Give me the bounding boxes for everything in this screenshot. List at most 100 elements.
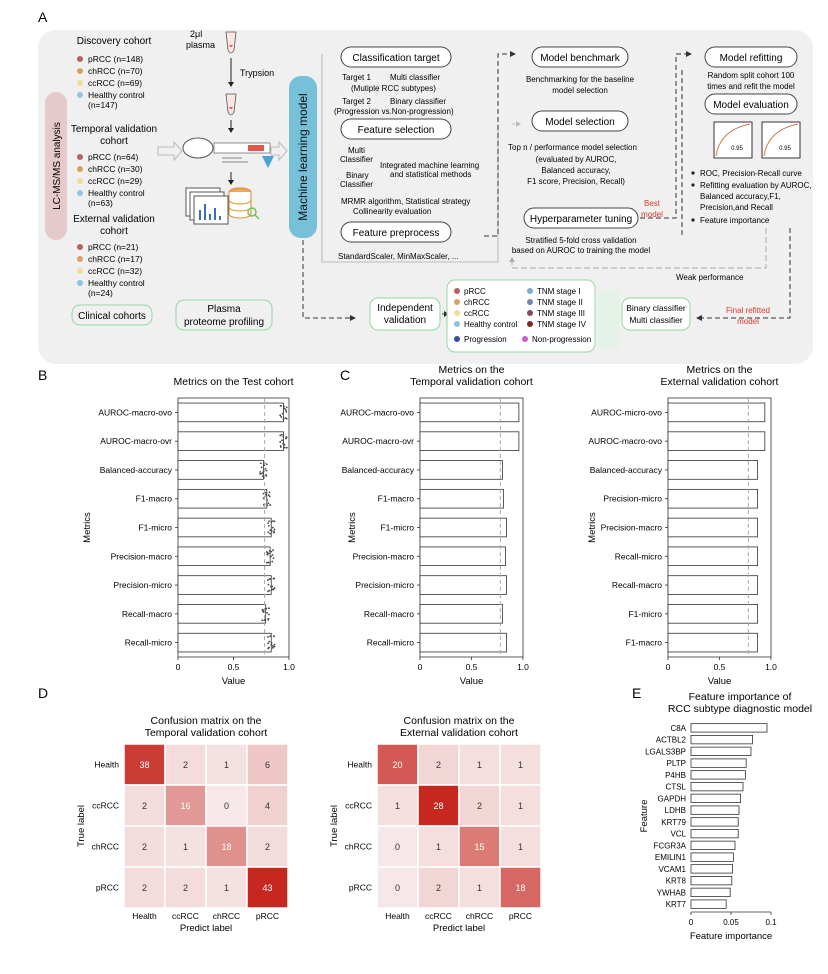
jitter-point	[270, 585, 272, 588]
cell-value: 0	[395, 842, 400, 852]
jitter-point	[283, 446, 286, 449]
jitter-point	[269, 635, 272, 638]
model-evaluation-box	[704, 93, 798, 115]
bar	[419, 604, 503, 624]
cell-value: 1	[224, 760, 229, 770]
cohort-dot	[77, 268, 83, 274]
cohort-item-count: (n=63)	[88, 198, 113, 208]
jitter-point	[280, 439, 283, 442]
heatmap-cell	[499, 825, 542, 868]
cell-value: 4	[265, 801, 270, 811]
jitter-point	[280, 433, 283, 436]
jitter-point	[273, 587, 276, 590]
cohort-dot	[77, 190, 83, 196]
heatmap-cell	[417, 866, 460, 909]
y-tick-label: F1-macro	[378, 494, 415, 504]
fs-classifier: Classifier	[340, 155, 373, 164]
jitter-point	[267, 607, 270, 610]
y-tick-label: AUROC-macro-ovr	[100, 436, 172, 446]
jitter-point	[272, 577, 275, 580]
heatmap-cell	[499, 866, 542, 909]
cell-value: 2	[436, 760, 441, 770]
bar	[667, 632, 759, 653]
cell-value: 2	[265, 842, 270, 852]
cell-value: 0	[224, 801, 229, 811]
x-tick-label: 0	[418, 662, 423, 672]
bar	[667, 604, 759, 624]
jitter-point	[281, 412, 284, 415]
bar	[690, 793, 741, 804]
fs-collinearity: Collinearity evaluation	[353, 207, 431, 216]
benchmark-desc-2: model selection	[552, 86, 608, 95]
legend-label: pRCC	[464, 287, 486, 296]
cell-value: 1	[477, 760, 482, 770]
weak-performance-label: Weak performance	[676, 273, 744, 282]
y-tick-label: EMILIN1	[655, 853, 687, 862]
cohort-dot	[77, 166, 83, 172]
fs-integrated: Integrated machine learning	[380, 161, 479, 170]
chart-title: Metrics on the Test cohort	[173, 376, 293, 388]
jitter-point	[285, 410, 288, 413]
jitter-point	[282, 435, 285, 438]
jitter-point	[262, 492, 265, 495]
row-label: pRCC	[96, 883, 119, 893]
jitter-point	[273, 635, 275, 638]
cohort-dot	[77, 80, 83, 86]
chart-title: Metrics on the	[439, 364, 505, 376]
jitter-point	[271, 646, 274, 649]
bar	[690, 746, 752, 757]
eval-bullet-2b: Balanced accuracy,F1,	[700, 192, 781, 201]
target1-type: Multi classifier	[390, 73, 441, 82]
target2-desc: (Progression vs.Non-progression)	[334, 107, 454, 116]
col-label: pRCC	[256, 911, 279, 921]
cohort-item-count: (n=24)	[88, 288, 113, 298]
jitter-point	[267, 635, 269, 638]
cohort-item: pRCC (n=64)	[88, 152, 138, 162]
y-tick-label: PLTP	[667, 759, 686, 768]
jitter-point	[268, 495, 271, 498]
jitter-point	[264, 473, 267, 476]
jitter-point	[267, 494, 270, 496]
cohort-dot	[77, 92, 83, 98]
cohort-dot	[77, 68, 83, 74]
jitter-point	[266, 553, 269, 556]
y-tick-label: FCGR3A	[654, 841, 687, 850]
x-tick-label: 1.0	[517, 662, 529, 672]
jitter-point	[269, 532, 271, 535]
jitter-point	[269, 504, 272, 506]
legend-label: TNM stage III	[537, 309, 585, 318]
heatmap-cell	[499, 743, 542, 786]
target1-desc: (Mutiple RCC subtypes)	[351, 84, 436, 93]
jitter-point	[273, 520, 276, 523]
jitter-point	[270, 530, 273, 532]
heatmap-cell	[164, 784, 207, 827]
heatmap-cell	[376, 825, 419, 868]
jitter-point	[285, 409, 287, 412]
cell-value: 1	[183, 842, 188, 852]
y-tick-label: Balanced-accuracy	[590, 465, 663, 475]
cell-value: 6	[265, 760, 270, 770]
roc-thumbnail-1: 0.95	[713, 121, 753, 159]
heatmap-cell	[205, 743, 248, 786]
ml-to-validation-arrow	[302, 240, 352, 319]
cell-value: 2	[436, 883, 441, 893]
jitter-point	[272, 557, 275, 560]
col-label: Health	[132, 911, 157, 921]
legend-label: TNM stage I	[537, 287, 581, 296]
classifier-binary: Binary classifier	[626, 303, 686, 313]
y-tick-label: Recall-macro	[364, 609, 414, 619]
jitter-point	[267, 525, 270, 527]
chart-title: External validation cohort	[661, 376, 779, 388]
hyperparameter-label: Hyperparameter tuning	[530, 214, 632, 225]
jitter-point	[266, 499, 268, 501]
heatmap-cell	[123, 825, 166, 868]
y-axis-label: True label	[329, 805, 340, 847]
bar	[419, 460, 503, 480]
cohort-item: Healthy control	[88, 188, 145, 198]
x-tick-label: 0.1	[765, 918, 777, 927]
lcms-label: LC-MS/MS analysis	[52, 122, 63, 210]
to-refit-arrow	[640, 53, 688, 219]
